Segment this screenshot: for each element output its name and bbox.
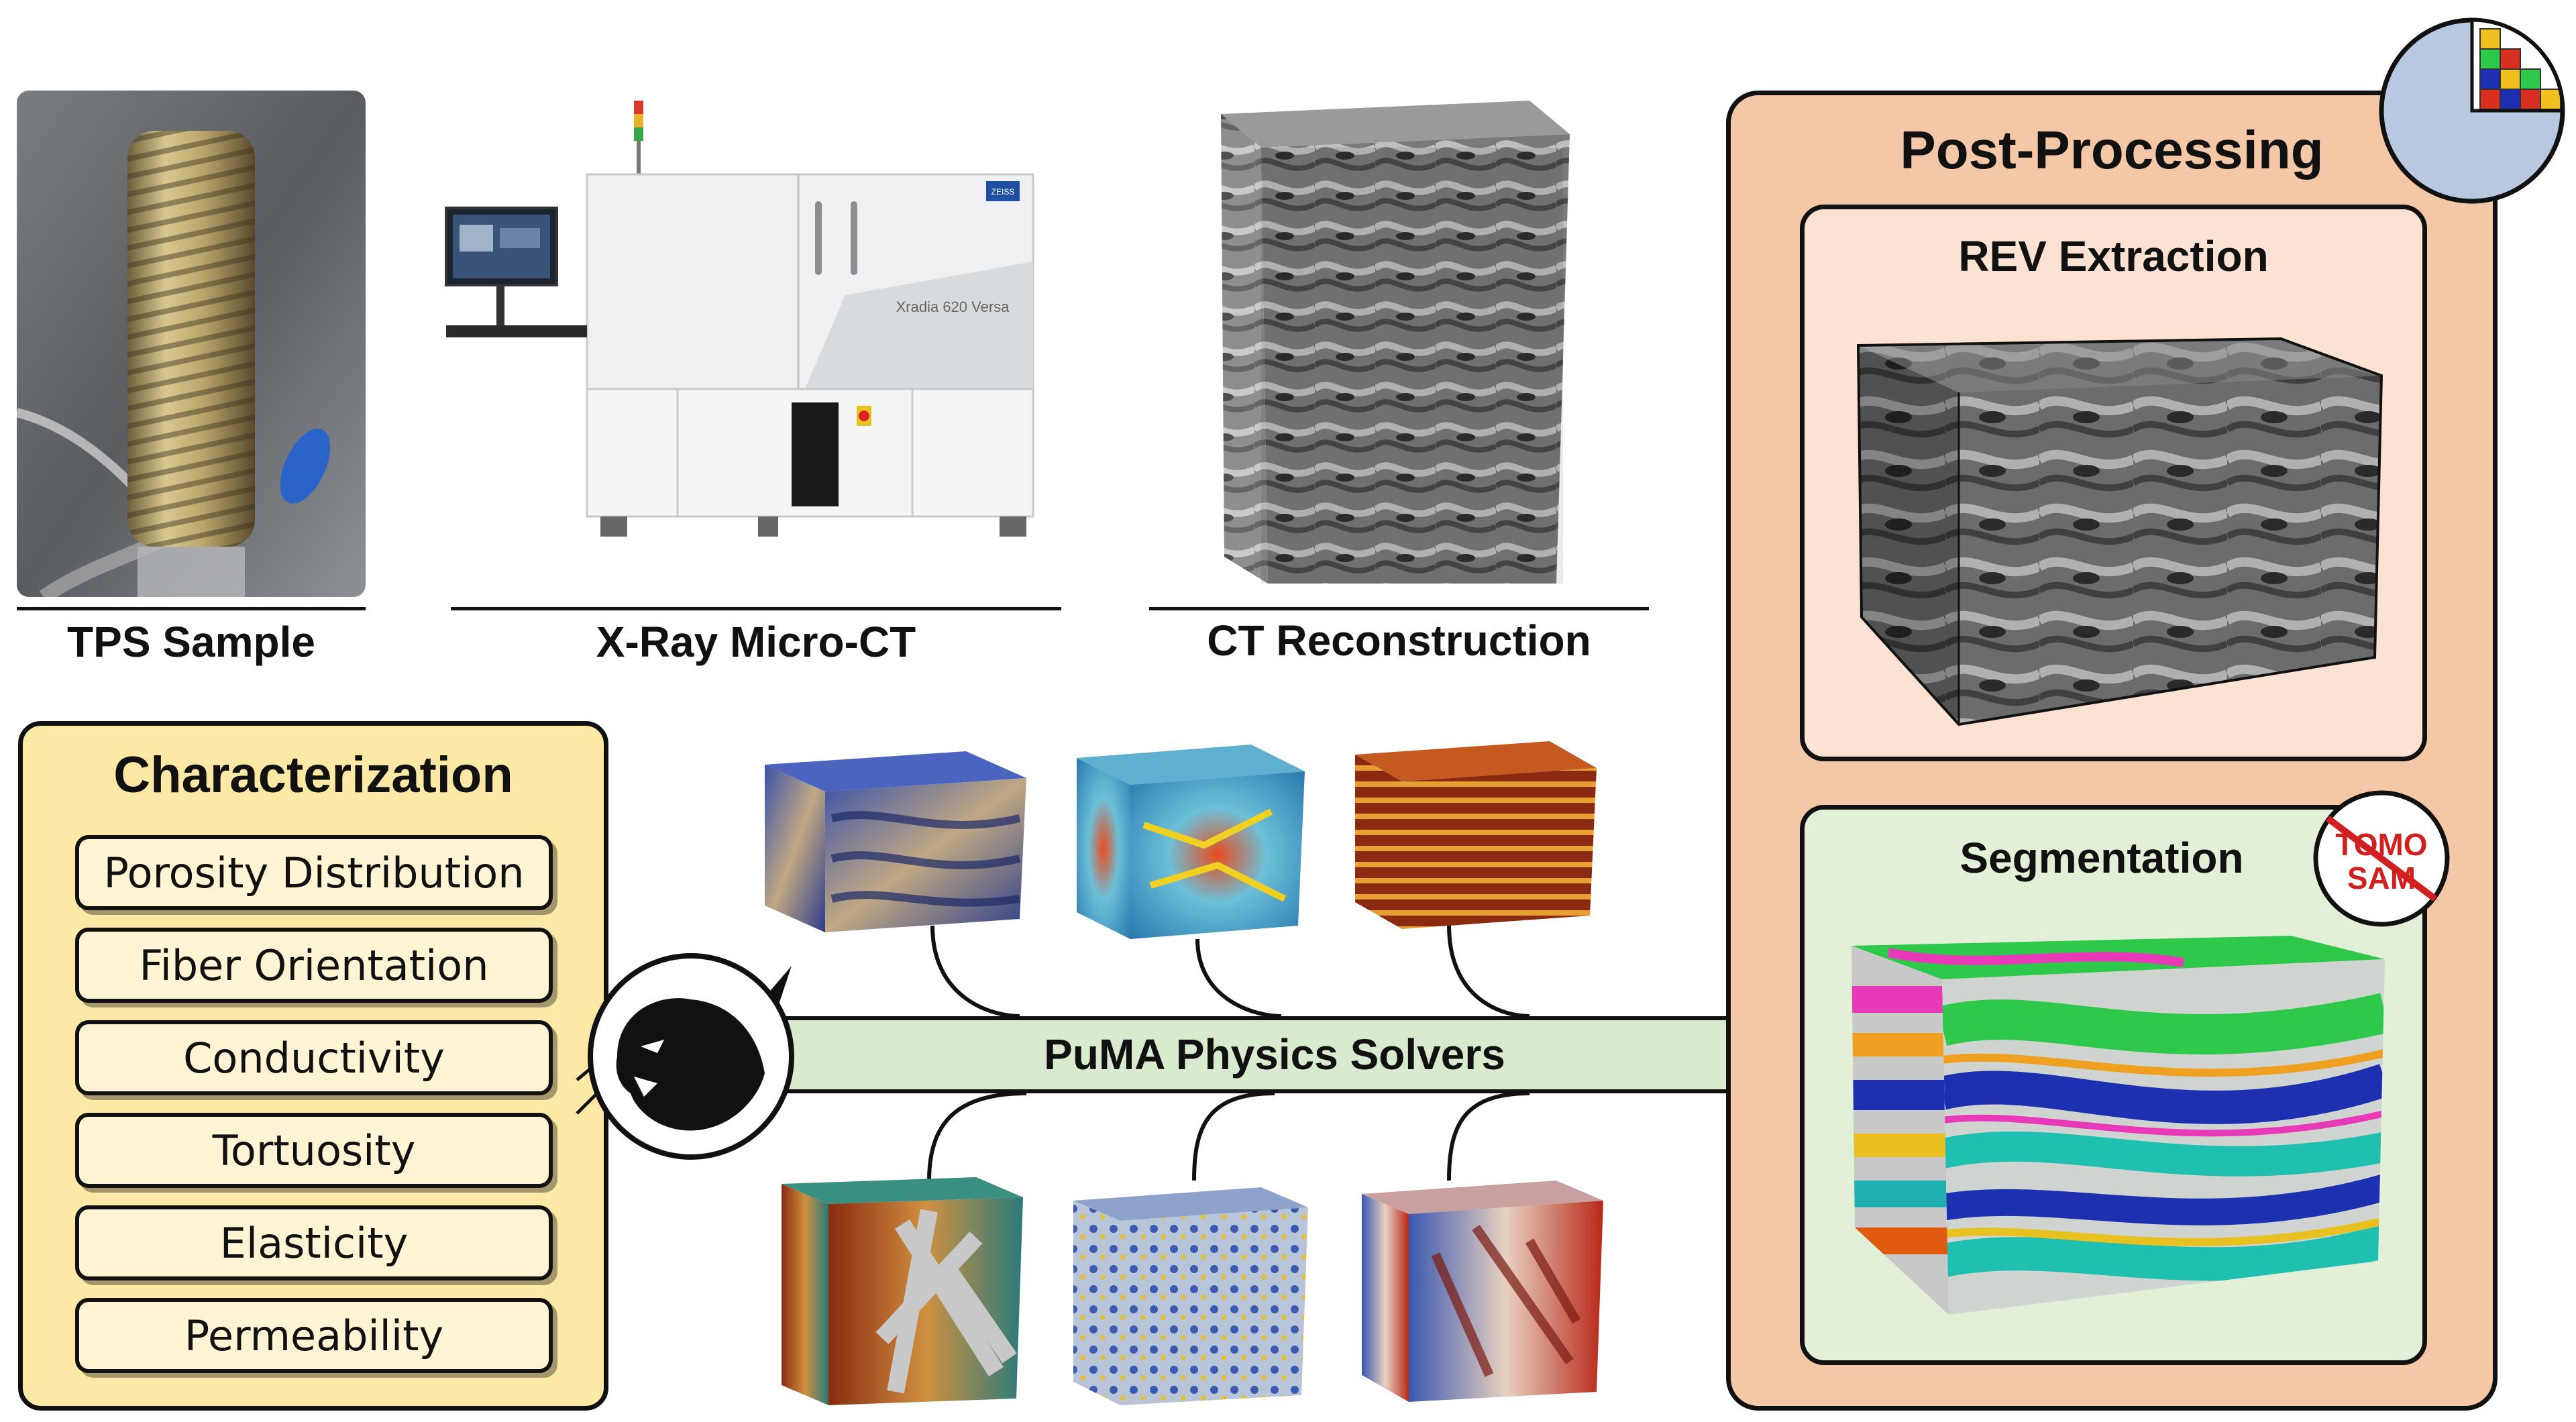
ct-reconstruction-volume — [1194, 94, 1610, 604]
puma-logo-icon — [2371, 10, 2573, 208]
tomosam-text-bottom: SAM — [2347, 861, 2416, 895]
segmentation-cube — [1848, 932, 2392, 1321]
solver-cube-3 — [1348, 728, 1610, 942]
tps-sample-rule — [17, 607, 366, 610]
xray-rule — [451, 607, 1061, 610]
solver-cube-6 — [1355, 1174, 1610, 1412]
brand-text: ZEISS — [991, 187, 1015, 197]
tomosam-text-top: TOMO — [2335, 827, 2427, 862]
solver-cube-1 — [765, 738, 1026, 939]
model-text: Xradia 620 Versa — [896, 298, 1010, 315]
ct-caption: CT Reconstruction — [1207, 616, 1591, 665]
post-processing-title: Post-Processing — [1900, 120, 2324, 180]
characterization-title: Characterization — [113, 747, 513, 804]
xray-machine-illustration: ZEISS Xradia 620 Versa — [443, 94, 1046, 563]
solver-cube-4 — [775, 1170, 1030, 1412]
tps-sample-caption: TPS Sample — [67, 618, 315, 666]
solver-cube-5 — [1067, 1181, 1315, 1412]
tomosam-badge-icon: TOMO SAM — [2301, 778, 2462, 939]
ct-rule — [1149, 607, 1649, 610]
rev-extraction-title: REV Extraction — [1958, 232, 2269, 280]
tps-sample-photo — [17, 91, 366, 597]
segmentation-title: Segmentation — [1960, 834, 2244, 882]
xray-caption: X-Ray Micro-CT — [596, 618, 916, 666]
characterization-item-conductivity: Conductivity — [75, 1020, 553, 1095]
characterization-item-elasticity: Elasticity — [75, 1205, 553, 1280]
solver-cube-2 — [1070, 731, 1311, 946]
characterization-item-tortuosity: Tortuosity — [75, 1113, 553, 1188]
puma-solvers-bar — [698, 1016, 1805, 1093]
characterization-item-permeability: Permeability — [75, 1298, 553, 1373]
characterization-item-fiber-orientation: Fiber Orientation — [75, 928, 553, 1003]
characterization-item-porosity: Porosity Distribution — [75, 835, 553, 910]
puma-solvers-label: PuMA Physics Solvers — [1044, 1030, 1505, 1079]
rev-cube — [1851, 335, 2388, 731]
panther-icon — [577, 939, 818, 1167]
